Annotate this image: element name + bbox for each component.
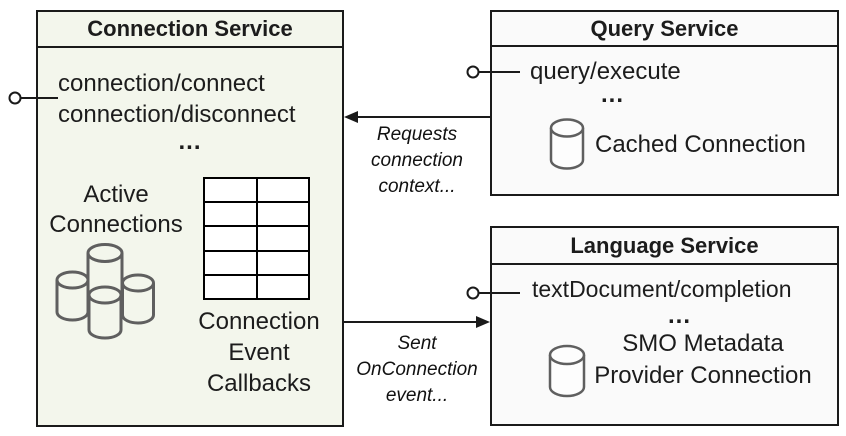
table-cell [257,179,308,202]
table-cell [257,275,308,298]
connection-service-box: Connection Service connection/connect co… [36,10,344,427]
active-connections-label: Active Connections [49,181,183,238]
smo-metadata-label: SMO Metadata Provider Connection [594,330,812,389]
query-service-ellipsis: ... [600,81,624,108]
language-service-title: Language Service [492,228,837,265]
language-service-method: textDocument/completion [532,276,792,302]
callback-table-icon [203,177,310,300]
connection-service-ellipsis: ... [178,128,202,155]
interface-lollipop-icon [466,65,480,79]
database-icon [548,344,586,398]
table-cell [205,275,256,298]
arrowhead-right-icon [476,316,490,328]
table-cell [257,227,308,250]
language-service-box: Language Service textDocument/completion… [490,226,839,426]
connection-service-title: Connection Service [38,12,342,48]
interface-lollipop-icon [466,286,480,300]
query-service-method: query/execute [530,58,681,85]
interface-lollipop-icon [8,91,22,105]
query-service-title: Query Service [492,12,837,47]
connection-service-methods: connection/connect connection/disconnect [58,70,296,128]
requests-connection-context-label: Requests connection context... [371,124,463,197]
cached-connection-label: Cached Connection [595,131,806,158]
table-cell [205,203,256,226]
connection-event-callbacks-label: Connection Event Callbacks [198,308,320,397]
table-cell [257,203,308,226]
table-cell [257,251,308,274]
table-cell [205,179,256,202]
table-cell [205,251,256,274]
database-icon [549,118,585,170]
language-service-ellipsis: ... [667,302,691,329]
sent-onconnection-event-label: Sent OnConnection event... [356,333,478,406]
database-cluster-icon [55,243,155,340]
table-cell [205,227,256,250]
query-service-box: Query Service query/execute ... Cached C… [490,10,839,196]
